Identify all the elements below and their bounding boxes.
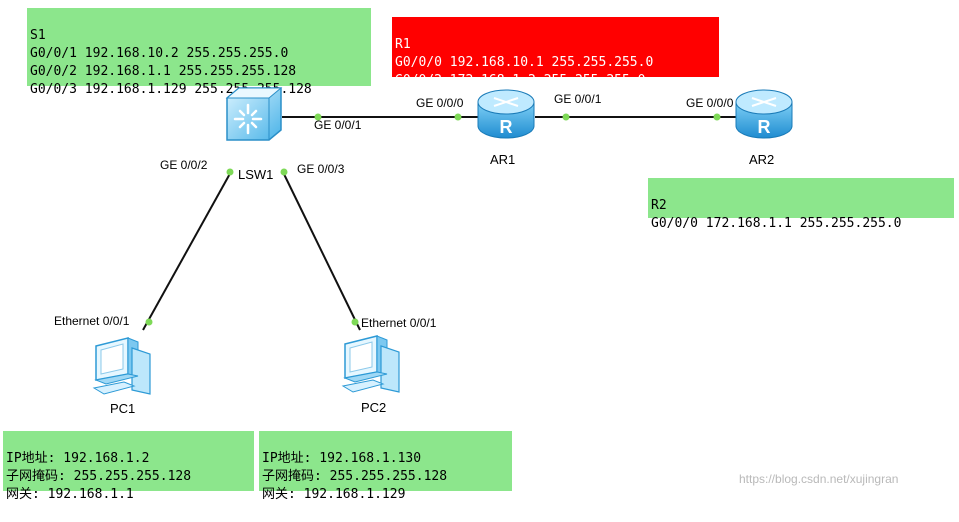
pc1-label: PC1: [110, 401, 136, 416]
watermark: https://blog.csdn.net/xujingran: [739, 472, 899, 486]
port-label-ar2-ge000: GE 0/0/0: [686, 96, 734, 110]
svg-text:R: R: [758, 117, 771, 137]
port-label-ar1-ge001: GE 0/0/1: [554, 92, 602, 106]
port-label-ar1-ge000: GE 0/0/0: [416, 96, 464, 110]
r2-note-line: G0/0/0 172.168.1.1 255.255.255.0: [651, 216, 902, 231]
r1-note-line: G0/0/2 172.168.1.2 255.255.255.0: [395, 73, 646, 88]
r1-note-title: R1: [395, 37, 411, 52]
port-label-pc2-eth: Ethernet 0/0/1: [361, 316, 437, 330]
port-dot: [226, 168, 234, 176]
pc-icon[interactable]: [92, 336, 158, 398]
svg-text:R: R: [500, 117, 513, 137]
ar2-label: AR2: [749, 152, 775, 167]
port-dot: [314, 113, 322, 121]
port-dot: [145, 318, 153, 326]
ar1-label: AR1: [490, 152, 516, 167]
link-lsw1-pc1: [142, 169, 233, 331]
pc2-note-line: IP地址: 192.168.1.130: [262, 451, 422, 466]
pc1-note-line: 网关: 192.168.1.1: [6, 487, 134, 502]
switch-icon[interactable]: [225, 86, 283, 142]
lsw1-label: LSW1: [238, 167, 274, 182]
r2-note-title: R2: [651, 198, 667, 213]
port-dot: [713, 113, 721, 121]
router-icon[interactable]: R: [734, 86, 794, 142]
port-label-pc1-eth: Ethernet 0/0/1: [54, 314, 130, 328]
port-label-lsw1-ge002: GE 0/0/2: [160, 158, 208, 172]
port-dot: [280, 168, 288, 176]
s1-note-line: G0/0/1 192.168.10.2 255.255.255.0: [30, 46, 289, 61]
r1-note-line: G0/0/0 192.168.10.1 255.255.255.0: [395, 55, 654, 70]
router-icon[interactable]: R: [476, 86, 536, 142]
pc1-note-line: 子网掩码: 255.255.255.128: [6, 469, 192, 484]
pc1-note-line: IP地址: 192.168.1.2: [6, 451, 150, 466]
s1-note-line: G0/0/3 192.168.1.129 255.255.255.128: [30, 82, 312, 97]
pc2-config-note: IP地址: 192.168.1.130 子网掩码: 255.255.255.128…: [259, 431, 512, 502]
port-dot: [351, 318, 359, 326]
pc-icon[interactable]: [341, 334, 407, 396]
link-lsw1-pc2: [281, 169, 361, 331]
port-label-lsw1-ge003: GE 0/0/3: [297, 162, 345, 176]
pc2-note-line: 网关: 192.168.1.129: [262, 487, 406, 502]
s1-note-title: S1: [30, 28, 46, 43]
port-label-lsw1-ge001: GE 0/0/1: [314, 118, 362, 132]
pc2-note-line: 子网掩码: 255.255.255.128: [262, 469, 448, 484]
port-dot: [454, 113, 462, 121]
pc1-config-note: IP地址: 192.168.1.2 子网掩码: 255.255.255.128 网关…: [3, 431, 254, 502]
topology-links: [142, 113, 736, 331]
port-dot: [562, 113, 570, 121]
s1-note-line: G0/0/2 192.168.1.1 255.255.255.128: [30, 64, 297, 79]
pc2-label: PC2: [361, 400, 387, 415]
